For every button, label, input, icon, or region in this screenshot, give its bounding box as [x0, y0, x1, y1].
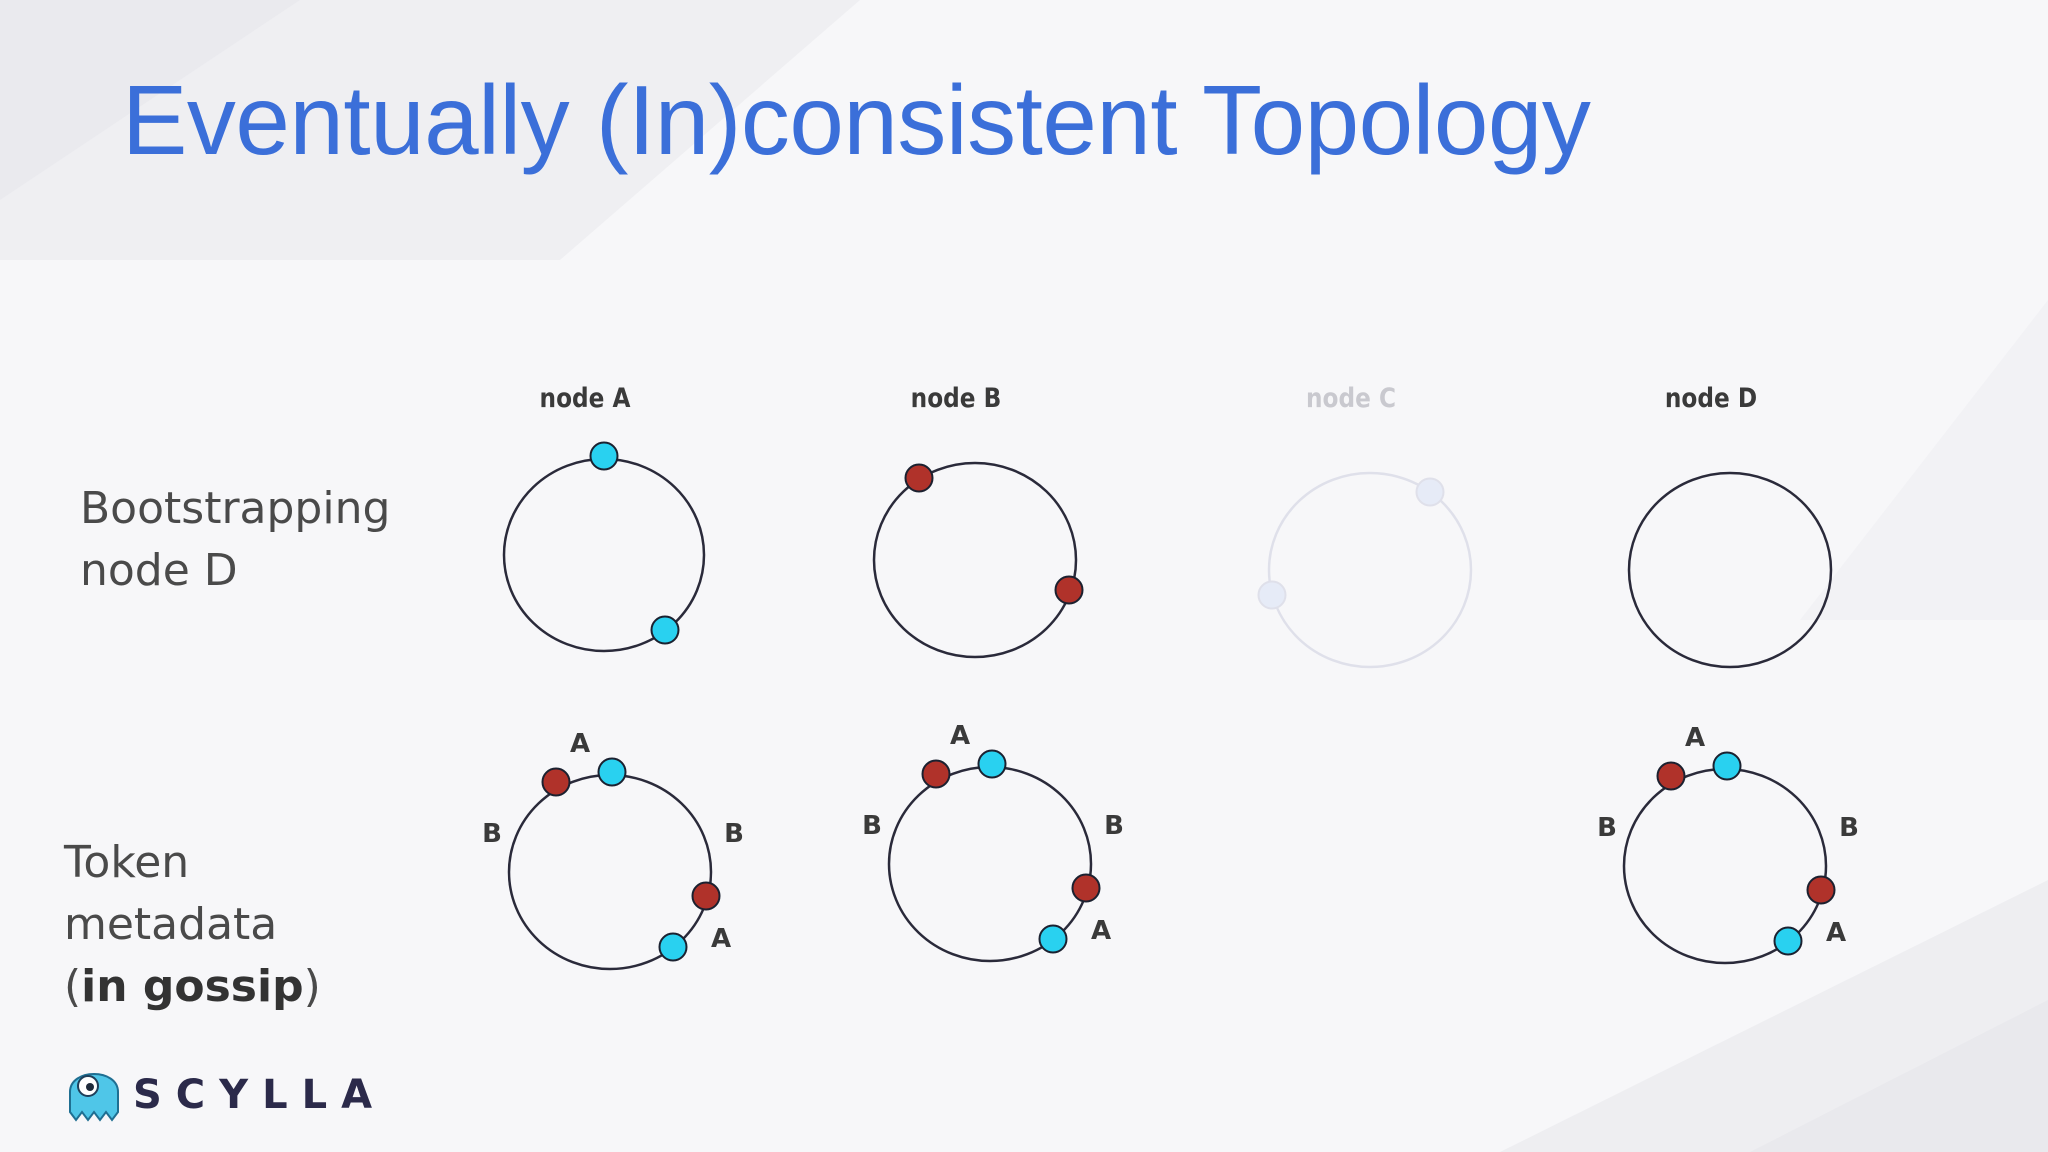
gossip-node-d-token-b-1 [1656, 761, 1686, 791]
gossip-node-b-label-a-top: A [950, 721, 970, 751]
token-a-node-a-2 [650, 615, 680, 645]
token-b-node-b-2 [1054, 575, 1084, 605]
gossip-node-a-token-a-1 [597, 757, 627, 787]
row-label-bootstrapping: Bootstrapping node D [80, 478, 390, 602]
gossip-node-a-label-b-right: B [724, 819, 744, 849]
ring-node-c [1267, 471, 1473, 669]
page-title: Eventually (In)consistent Topology [122, 65, 1591, 175]
gossip-node-b-label-a-bottom: A [1091, 916, 1111, 946]
gossip-node-b-token-b-2 [1071, 873, 1101, 903]
row-label-bootstrapping-line1: Bootstrapping [80, 483, 391, 534]
token-a-node-a-1 [589, 441, 619, 471]
gossip-node-a-label-a-bottom: A [711, 924, 731, 954]
gossip-node-d-label-b-left: B [1597, 813, 1617, 843]
token-node-c-1 [1415, 477, 1445, 507]
gossip-node-b-token-a-2 [1038, 924, 1068, 954]
gossip-node-d-token-b-2 [1806, 875, 1836, 905]
gossip-node-d-token-a-1 [1712, 751, 1742, 781]
token-b-node-b-1 [904, 463, 934, 493]
gossip-node-b-token-b-1 [921, 759, 951, 789]
gossip-node-d-label-b-right: B [1839, 813, 1859, 843]
node-label-c: node C [1306, 383, 1396, 414]
row-label-bootstrapping-line2: node D [80, 545, 238, 596]
row-label-token-line3: (in gossip) [64, 956, 321, 1018]
node-label-a: node A [539, 383, 631, 414]
gossip-node-a-token-b-2 [691, 881, 721, 911]
gossip-node-a-label-a-top: A [570, 729, 590, 759]
paren-open: ( [64, 961, 82, 1012]
gossip-node-a-label-b-left: B [482, 819, 502, 849]
ring-node-b [872, 461, 1078, 659]
gossip-node-a-token-b-1 [541, 767, 571, 797]
in-gossip-text: in gossip [81, 961, 304, 1012]
gossip-node-d-label-a-bottom: A [1826, 918, 1846, 948]
row-label-token-line1: Token [64, 837, 190, 888]
gossip-node-b-label-b-left: B [862, 811, 882, 841]
row-label-token-line2: metadata [64, 899, 278, 950]
node-label-d: node D [1664, 383, 1758, 414]
scylla-octopus-icon [69, 1073, 119, 1122]
logo-text: SCYLLA [133, 1072, 387, 1118]
paren-close: ) [303, 961, 321, 1012]
row-label-token-metadata: Token metadata (in gossip) [64, 832, 321, 1018]
node-label-b: node B [910, 383, 1002, 414]
gossip-node-b-token-a-1 [977, 749, 1007, 779]
gossip-node-b-label-b-right: B [1104, 811, 1124, 841]
gossip-node-d-token-a-2 [1773, 926, 1803, 956]
gossip-node-d-label-a-top: A [1685, 723, 1705, 753]
gossip-node-a-token-a-2 [658, 932, 688, 962]
token-node-c-2 [1257, 580, 1287, 610]
ring-node-d [1627, 471, 1833, 669]
